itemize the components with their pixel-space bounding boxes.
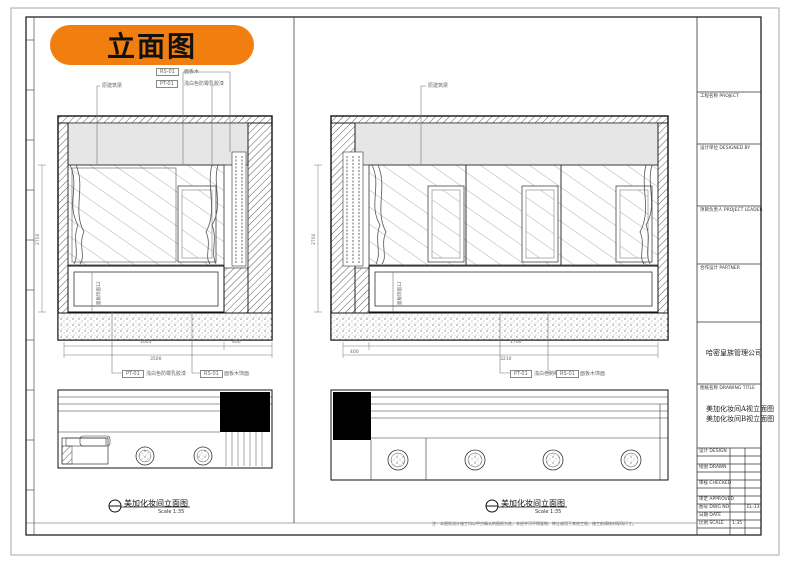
left-callout-tag-3: PT-01 bbox=[122, 370, 144, 378]
tb-scale: 1:35 bbox=[732, 521, 743, 526]
tb-company: 哈密皇族管理公司 bbox=[706, 349, 762, 357]
right-callout-tag-3: PT-01 bbox=[510, 370, 532, 378]
left-plan bbox=[57, 389, 273, 469]
right-dim-height: 2700 bbox=[312, 233, 317, 245]
right-callout-text-4: 面板木饰面 bbox=[580, 371, 606, 377]
left-elevation bbox=[38, 71, 273, 374]
left-callout-text-3: 浅白色防霉乳胶漆 bbox=[146, 371, 187, 377]
right-view-scale: Scale 1:35 bbox=[535, 509, 562, 515]
left-view-scale: Scale 1:35 bbox=[158, 509, 185, 515]
tb-field-project: 工程名称 PROJECT bbox=[700, 94, 739, 99]
left-callout-text-4: 面板木饰面 bbox=[224, 371, 250, 377]
left-dim-total: 3500 bbox=[150, 357, 162, 362]
left-callout-side: 面板饰面12 bbox=[97, 281, 102, 305]
left-view-title: 美加化妆间立面图 bbox=[124, 499, 188, 508]
tb-row-drawn: 绘图 DRAWN bbox=[699, 465, 727, 470]
right-dim-total: 3210 bbox=[500, 357, 512, 362]
left-callout-tag-2: PT-01 bbox=[156, 80, 178, 88]
right-callout-text-3: 浅白色防霉乳胶漆 bbox=[534, 371, 575, 377]
right-elevation bbox=[314, 85, 669, 374]
tb-row-checked: 审核 CHECKED bbox=[699, 481, 732, 486]
tb-row-date: 日期 DATE bbox=[699, 513, 722, 518]
tb-sheet-no: EL-13 bbox=[747, 505, 760, 510]
right-dim-width-1: 400 bbox=[350, 350, 359, 355]
left-callout-tag-4: RS-01 bbox=[200, 370, 223, 378]
right-callout-ceiling: 原建筑梁 bbox=[428, 83, 449, 89]
view-marker-left bbox=[108, 499, 190, 513]
tb-field-partner: 合作设计 PARTNER bbox=[700, 266, 740, 271]
tb-drawing-title: 美加化妆间A视立面图 美加化妆间B视立面图 bbox=[706, 404, 774, 424]
left-dim-width-2: 400 bbox=[232, 340, 241, 345]
right-plan bbox=[330, 389, 669, 481]
footer-note: 注：本图纸设计施工均以甲方确认的图纸为准，未经许可不得复制、转让或用于其他工程，… bbox=[432, 521, 636, 526]
tb-field-drawing-title: 图纸名称 DRAWING TITLE bbox=[700, 386, 755, 391]
right-callout-side: 面板饰面12 bbox=[398, 281, 403, 305]
title-block bbox=[697, 91, 761, 535]
title-badge-text: 立面图 bbox=[106, 30, 197, 63]
right-view-title: 美加化妆间立面图 bbox=[501, 499, 565, 508]
tb-field-designer: 设计单位 DESIGNED BY bbox=[700, 146, 751, 151]
right-callout-tag-4: RS-01 bbox=[556, 370, 579, 378]
tb-row-design: 设计 DESIGN bbox=[699, 449, 727, 454]
left-callout-tag-1: RS-01 bbox=[156, 68, 179, 76]
tb-row-dwg-no: 图号 DWG NO. bbox=[699, 505, 731, 510]
tb-drawing-title-1: 美加化妆间A视立面图 bbox=[706, 405, 775, 413]
tb-row-approved: 审定 APPROVED bbox=[699, 497, 734, 502]
left-callout-text-2: 浅白色防霉乳胶漆 bbox=[184, 81, 225, 87]
right-dim-width-2: 1700 bbox=[510, 340, 522, 345]
tb-row-scale: 比例 SCALE bbox=[699, 521, 724, 526]
tb-drawing-title-2: 美加化妆间B视立面图 bbox=[706, 415, 775, 423]
view-marker-right bbox=[485, 499, 567, 513]
left-dim-height: 2700 bbox=[36, 233, 41, 245]
left-callout-ceiling: 原建筑梁 bbox=[102, 83, 123, 89]
title-badge: 立面图 bbox=[50, 25, 254, 65]
left-dim-width-1: 1005 bbox=[140, 340, 152, 345]
tb-field-leader: 项目负责人 PROJECT LEADER bbox=[700, 208, 763, 213]
left-callout-text-1: 面板木 bbox=[184, 69, 200, 75]
